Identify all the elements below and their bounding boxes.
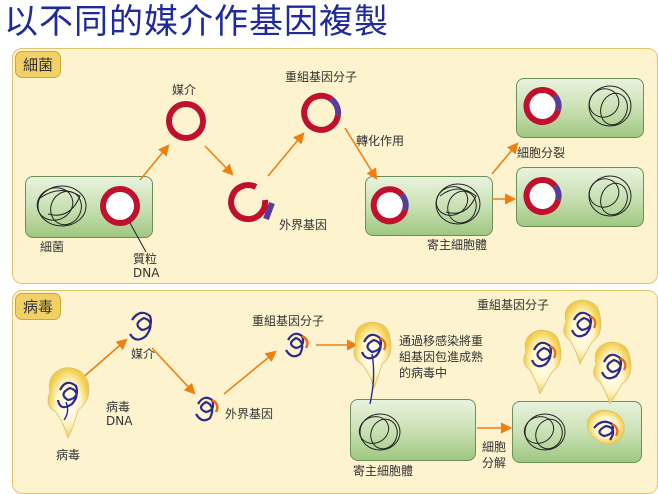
label-vector: 媒介 bbox=[172, 83, 197, 97]
infected-virus-insert bbox=[379, 337, 387, 351]
virus-vector-coil bbox=[129, 311, 153, 341]
bacteria-arrows bbox=[139, 127, 519, 205]
progeny-virus-3 bbox=[593, 341, 632, 405]
virus-host-chromosome bbox=[358, 413, 401, 451]
daughter-bottom-chromosome bbox=[588, 175, 632, 217]
daughter-bottom-plasmid-white bbox=[527, 181, 557, 211]
virus-gene-insert bbox=[211, 398, 219, 413]
label-virus: 病毒 bbox=[56, 448, 81, 462]
vector-ring bbox=[166, 101, 206, 141]
host-plasmid-gene bbox=[399, 193, 409, 211]
progeny-virus-4 bbox=[586, 409, 625, 445]
label-lysis-2: 分解 bbox=[482, 456, 507, 470]
label-plasmid: 質粒 bbox=[133, 252, 158, 266]
virus-dna-coil bbox=[56, 381, 79, 409]
host-chromosome bbox=[435, 183, 481, 225]
cut-vector-ring bbox=[228, 182, 269, 223]
arrow-host-to-top bbox=[491, 142, 519, 175]
host-plasmid-red bbox=[370, 186, 408, 225]
bacteria-panel-label: 細菌 bbox=[15, 51, 62, 78]
arrow-cut-to-recombinant bbox=[267, 132, 305, 177]
page-title: 以不同的媒介作基因複製 bbox=[4, 2, 389, 42]
label-virus-foreign-gene: 外界基因 bbox=[225, 407, 274, 421]
daughter-bottom-plasmid-red bbox=[523, 177, 561, 215]
virus-dna-tail bbox=[63, 401, 69, 421]
label-lysis-1: 細胞 bbox=[482, 440, 507, 454]
label-host-cell: 寄主細胞體 bbox=[427, 238, 488, 252]
daughter-top-chromosome bbox=[588, 85, 632, 127]
label-transformation: 轉化作用 bbox=[356, 134, 405, 148]
label-plasmid-dna: DNA bbox=[133, 266, 160, 280]
host-plasmid-white bbox=[375, 190, 405, 220]
recombinant-ring-red bbox=[301, 92, 341, 133]
label-bacterium: 細菌 bbox=[40, 240, 65, 254]
infected-virus-coil bbox=[360, 333, 383, 360]
label-virus-recombinant: 重組基因分子 bbox=[252, 314, 325, 328]
label-virus-host-cell: 寄主細胞體 bbox=[353, 464, 414, 478]
label-virus-vector: 媒介 bbox=[131, 347, 156, 361]
foreign-gene-fragment bbox=[263, 201, 275, 221]
daughter-bottom-plasmid-gene bbox=[552, 184, 562, 201]
virus-halo bbox=[47, 367, 90, 440]
lysed-host-chromosome bbox=[523, 413, 566, 451]
daughter-top-plasmid-white bbox=[527, 91, 557, 121]
plasmid-pointer bbox=[129, 222, 147, 253]
arrow-gene-to-recombinant bbox=[223, 350, 277, 395]
label-virus-recombinant-top: 重組基因分子 bbox=[477, 298, 550, 312]
recombinant-ring-gene bbox=[329, 96, 342, 116]
virus-panel-label: 病毒 bbox=[15, 293, 62, 320]
label-recombinant: 重組基因分子 bbox=[285, 70, 358, 84]
label-infection-line-1: 通過移感染將重 bbox=[399, 334, 484, 348]
virus-gene-coil bbox=[195, 396, 215, 422]
virus-recombinant-coil bbox=[285, 332, 305, 358]
daughter-top-plasmid-red bbox=[523, 87, 561, 125]
label-virus-dna-1: 病毒 bbox=[106, 400, 131, 414]
label-infection-line-2: 組基因包進成熟 bbox=[399, 350, 484, 364]
progeny-virus-1 bbox=[563, 299, 602, 366]
arrow-vector-to-gene bbox=[151, 347, 196, 395]
arrow-virus-to-vector bbox=[79, 338, 128, 381]
label-cell-division: 細胞分裂 bbox=[517, 146, 566, 160]
arrow-vector-to-cut bbox=[204, 145, 234, 176]
virus-arrows bbox=[79, 338, 513, 434]
label-foreign-gene: 外界基因 bbox=[279, 218, 328, 232]
daughter-top-plasmid-gene bbox=[552, 94, 562, 111]
bacterium-chromosome bbox=[36, 185, 87, 227]
arrow-transformation bbox=[344, 127, 378, 180]
label-virus-dna-2: DNA bbox=[106, 414, 133, 428]
virus-recombinant-insert bbox=[301, 334, 309, 349]
arrow-plasmid-to-vector bbox=[139, 144, 170, 181]
label-infection-line-3: 的病毒中 bbox=[399, 366, 448, 380]
plasmid-ring bbox=[100, 186, 140, 226]
progeny-virus-2 bbox=[523, 329, 562, 396]
infected-virus-tail bbox=[369, 353, 375, 405]
virus-host-cell bbox=[350, 399, 476, 461]
